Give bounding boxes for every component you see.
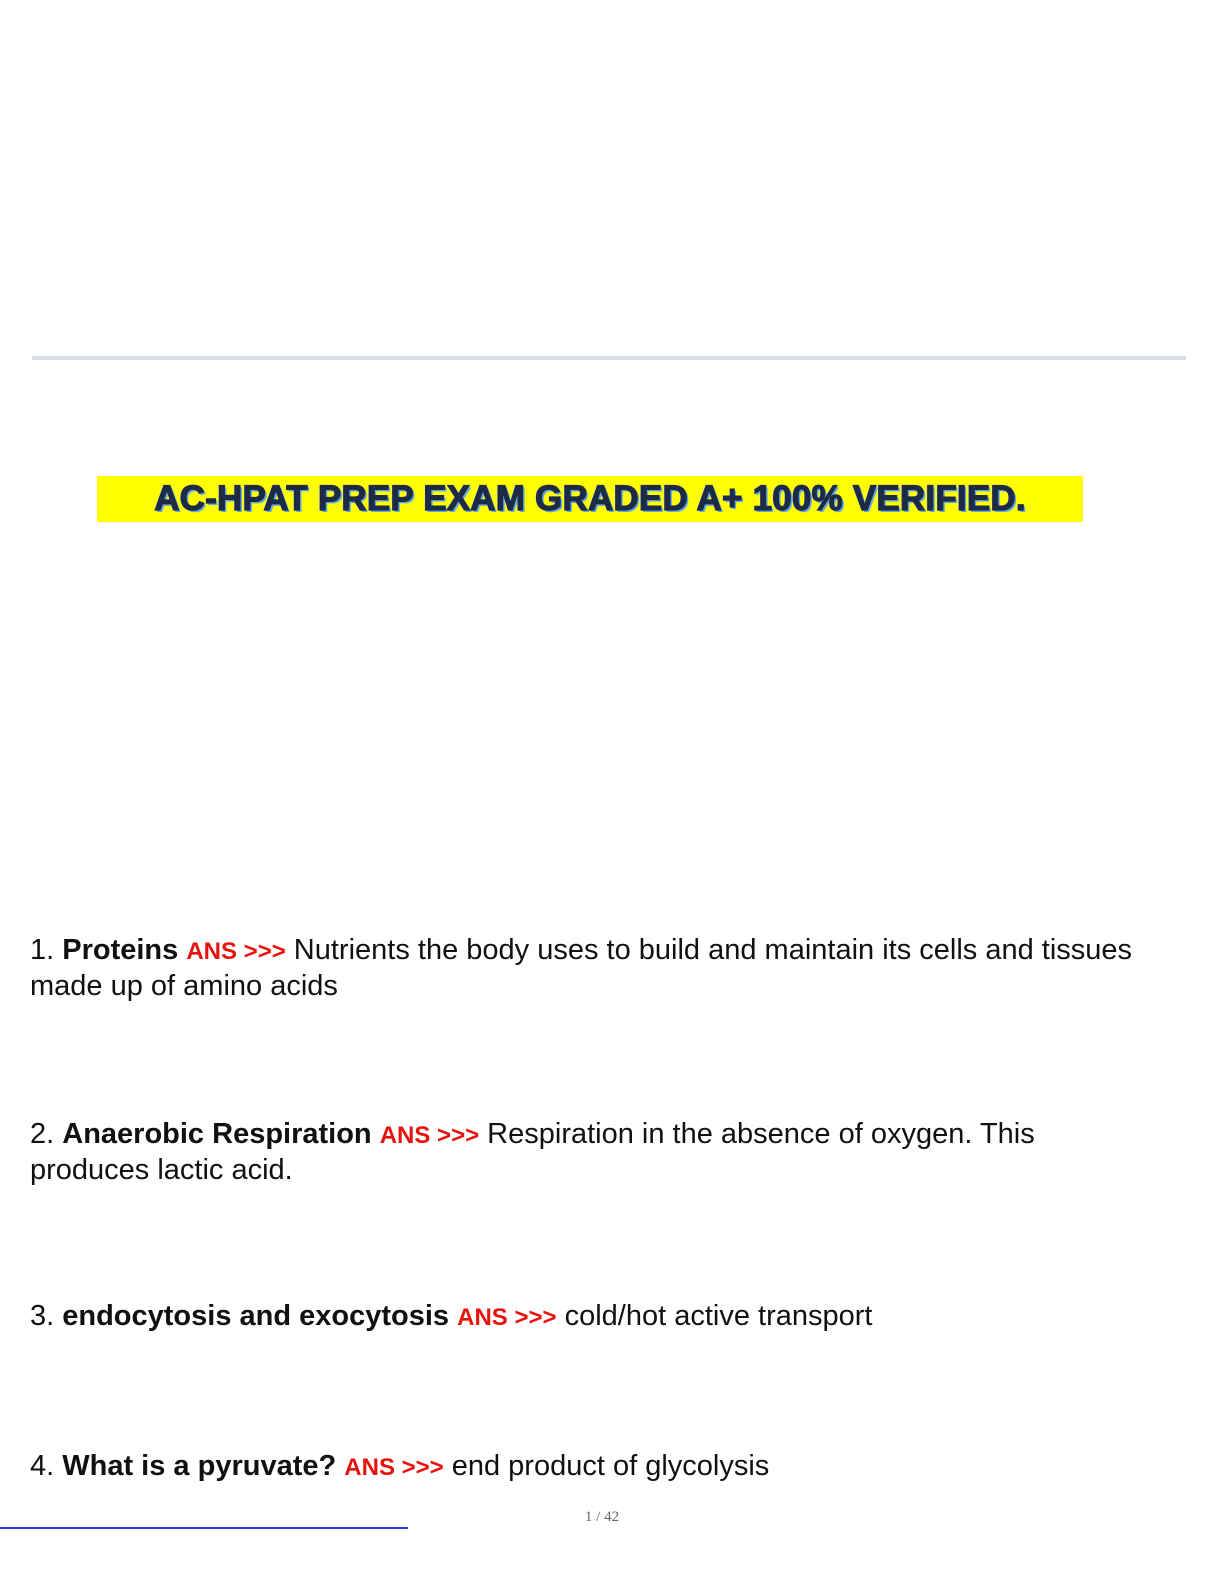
header-divider [32,356,1186,360]
question-number: 4. [30,1450,55,1482]
answer-marker: ANS >>> [379,1122,480,1149]
answer-text: Nutrients the body uses to build and mai… [30,934,1133,1002]
question-item-2: 2. Anaerobic Respiration ANS >>> Respira… [30,1117,1150,1188]
question-term: Anaerobic Respiration [62,1118,372,1150]
question-number: 1. [30,934,55,966]
footer-divider [0,1527,408,1529]
question-item-1: 1. Proteins ANS >>> Nutrients the body u… [30,933,1150,1004]
question-item-3: 3. endocytosis and exocytosis ANS >>> co… [30,1299,1150,1335]
question-number: 2. [30,1118,55,1150]
question-number: 3. [30,1300,55,1332]
answer-text: Respiration in the absence of oxygen. Th… [30,1118,1035,1186]
question-term: endocytosis and exocytosis [62,1300,450,1332]
question-term: Proteins [62,934,179,966]
answer-marker: ANS >>> [344,1454,444,1481]
page-number: 1 / 42 [584,1509,620,1525]
title-highlight: AC-HPAT PREP EXAM GRADED A+ 100% VERIFIE… [97,476,1083,522]
answer-marker: ANS >>> [186,938,286,965]
answer-marker: ANS >>> [457,1304,557,1331]
question-term: What is a pyruvate? [62,1450,337,1482]
answer-text: end product of glycolysis [451,1450,770,1482]
answer-text: cold/hot active transport [564,1300,873,1332]
question-item-4: 4. What is a pyruvate? ANS >>> end produ… [30,1449,1150,1485]
document-title: AC-HPAT PREP EXAM GRADED A+ 100% VERIFIE… [154,478,1027,518]
